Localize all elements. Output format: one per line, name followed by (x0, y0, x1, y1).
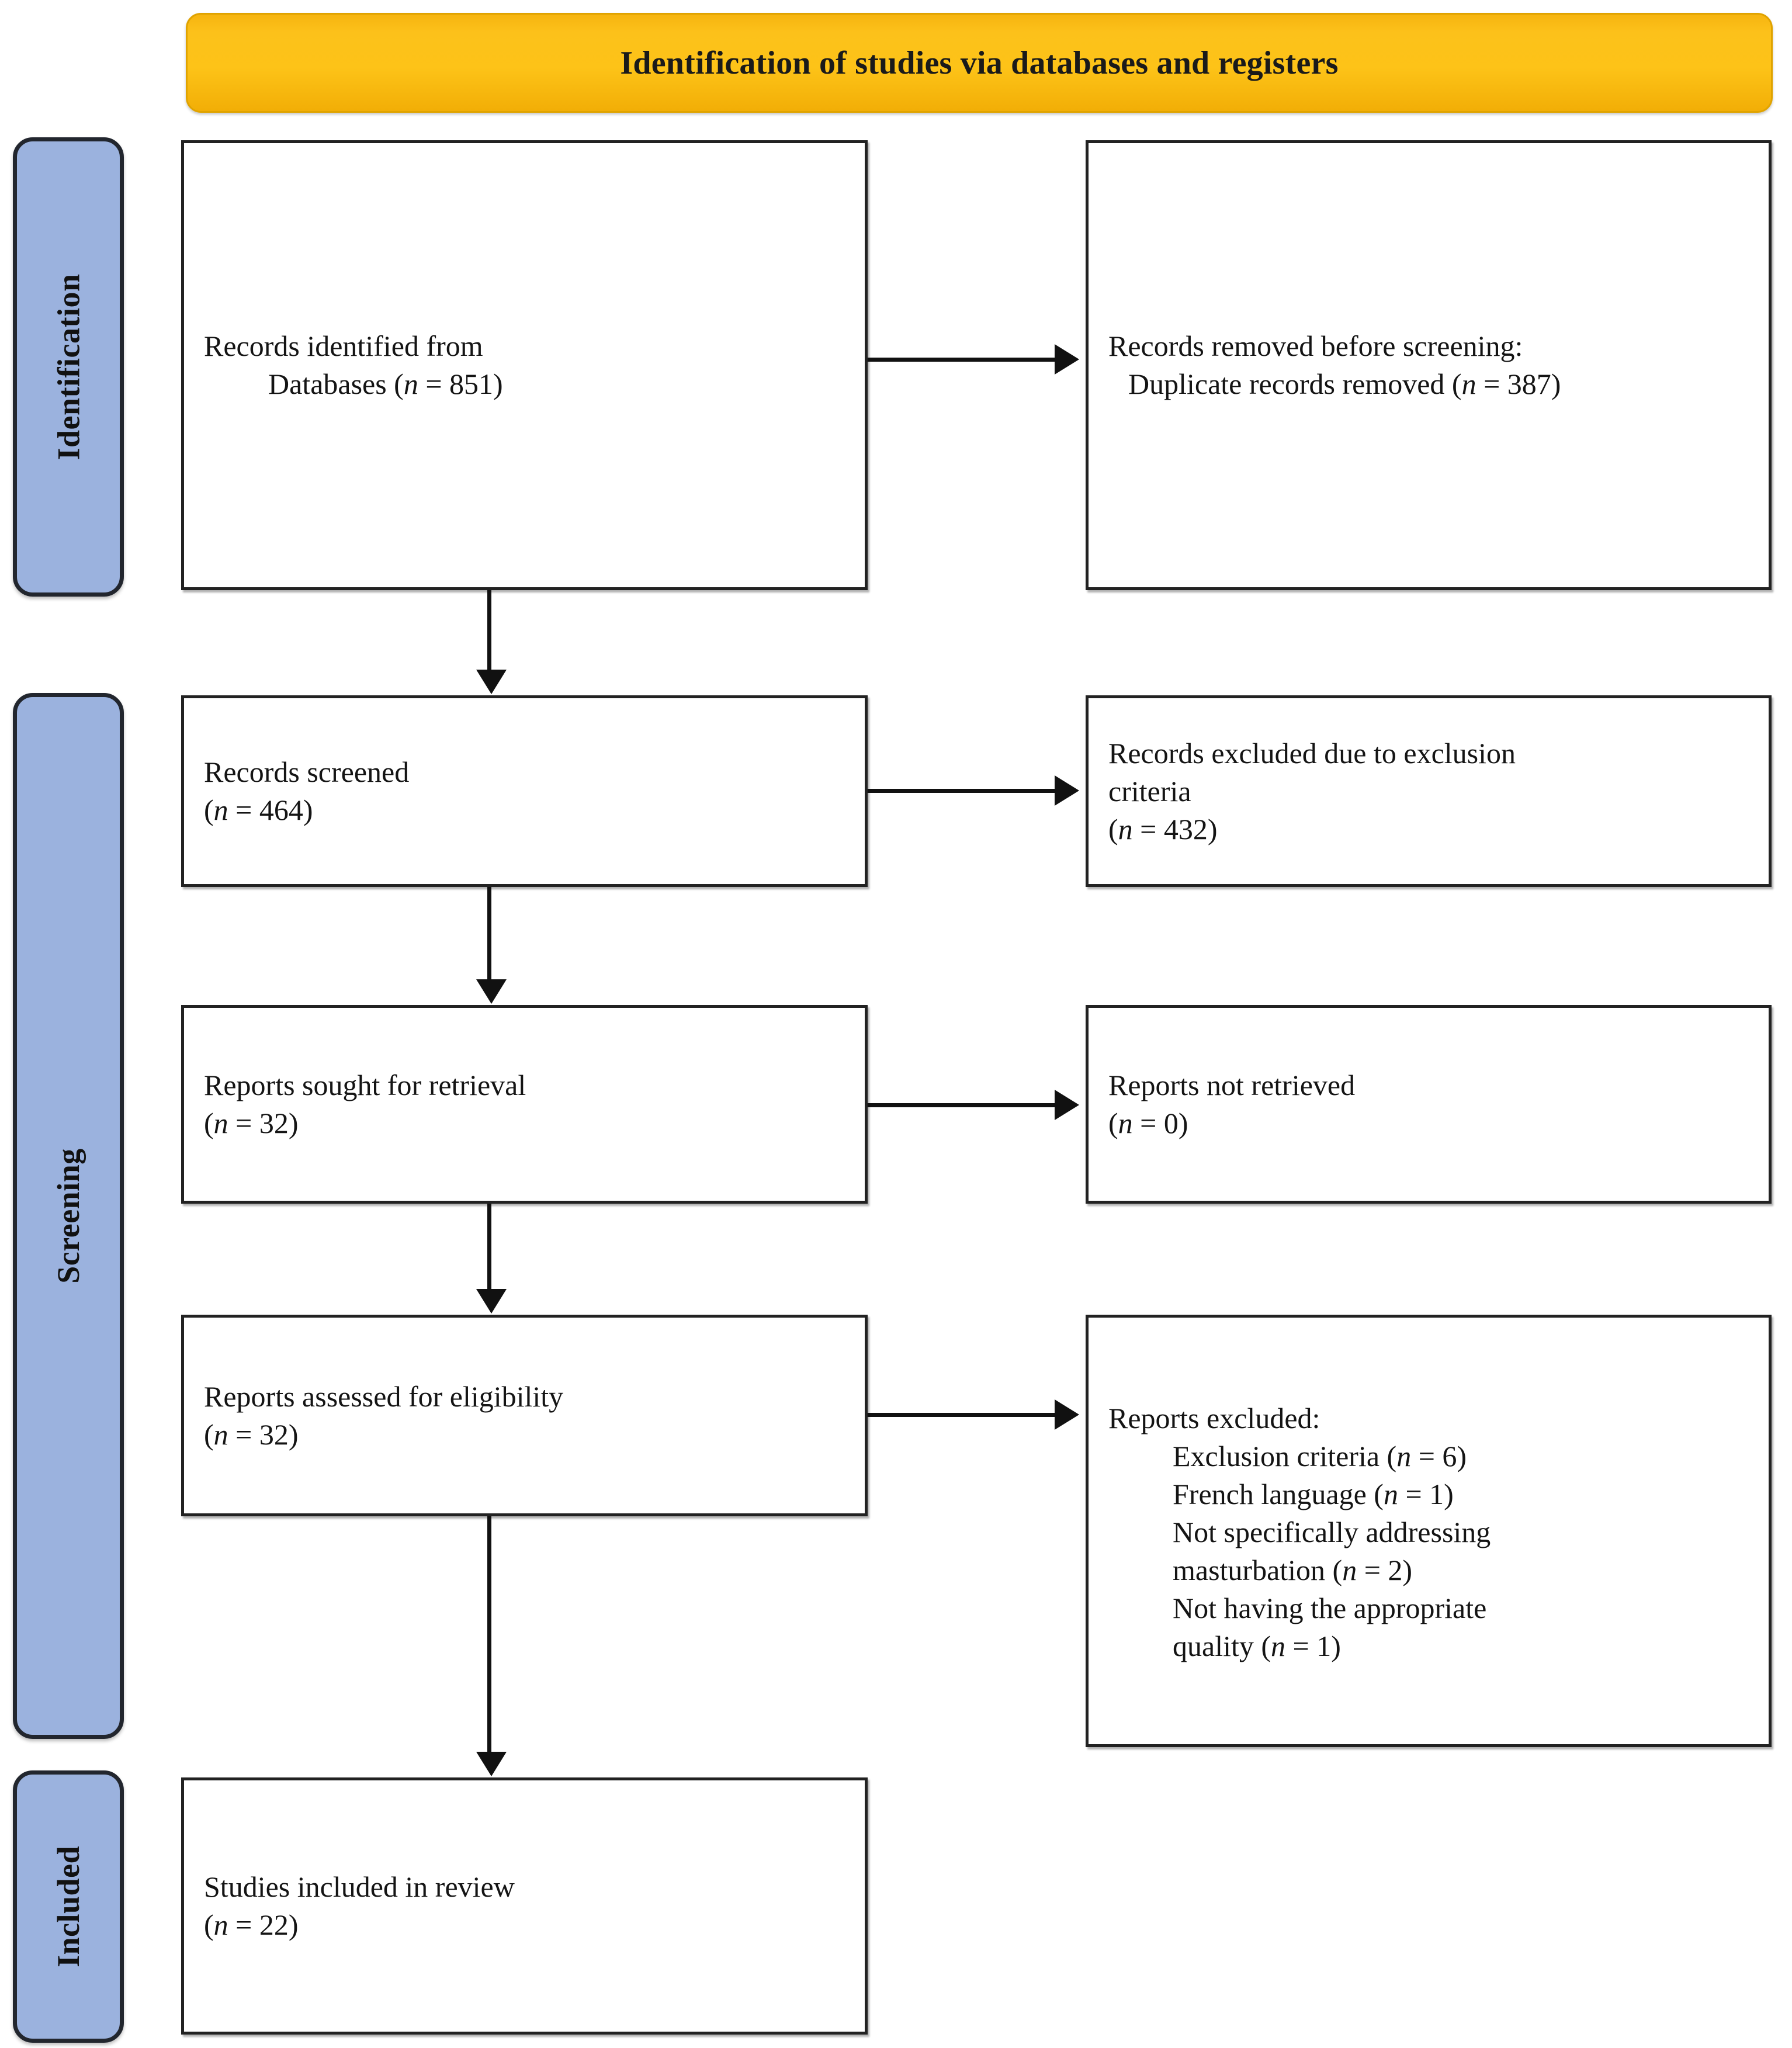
connector-identified-to-removed (868, 358, 1055, 362)
box-records-removed: Records removed before screening: Duplic… (1086, 140, 1772, 590)
connector-screened-to-excluded (868, 789, 1055, 793)
connector-identified-to-screened (487, 590, 491, 671)
records-excluded-line3: (n = 432) (1108, 812, 1218, 845)
arrowhead-down-icon (476, 1752, 507, 1776)
box-records-screened-text: Records screened (n = 464) (184, 753, 865, 829)
reports-excluded-item1: Exclusion criteria (n = 6) (1173, 1439, 1467, 1472)
arrowhead-down-icon (476, 979, 507, 1004)
diagram-title: Identification of studies via databases … (620, 44, 1339, 81)
box-reports-sought: Reports sought for retrieval (n = 32) (181, 1005, 868, 1204)
connector-sought-to-assessed (487, 1204, 491, 1290)
records-identified-line2: Databases (n = 851) (268, 368, 503, 400)
studies-included-line2: (n = 22) (204, 1908, 299, 1941)
diagram-header-banner: Identification of studies via databases … (186, 13, 1773, 113)
box-reports-excluded: Reports excluded: Exclusion criteria (n … (1086, 1315, 1772, 1747)
reports-sought-line1: Reports sought for retrieval (204, 1069, 526, 1101)
box-records-identified: Records identified from Databases (n = 8… (181, 140, 868, 590)
stage-label-identification-text: Identification (51, 273, 86, 460)
stage-label-screening-text: Screening (51, 1148, 86, 1284)
reports-assessed-line2: (n = 32) (204, 1418, 299, 1451)
reports-excluded-item3-line1: Not specifically addressing (1173, 1515, 1491, 1548)
arrowhead-down-icon (476, 1289, 507, 1314)
records-removed-line1: Records removed before screening: (1108, 330, 1523, 362)
reports-excluded-item4-line2: quality (n = 1) (1173, 1629, 1341, 1662)
records-excluded-line1: Records excluded due to exclusion (1108, 736, 1516, 770)
records-identified-line1: Records identified from (204, 330, 483, 362)
box-reports-not-retrieved-text: Reports not retrieved (n = 0) (1089, 1066, 1769, 1142)
arrowhead-right-icon (1055, 1090, 1079, 1120)
box-reports-excluded-text: Reports excluded: Exclusion criteria (n … (1089, 1397, 1769, 1665)
reports-not-retrieved-line2: (n = 0) (1108, 1107, 1188, 1139)
arrowhead-right-icon (1055, 1399, 1079, 1430)
records-screened-line1: Records screened (204, 756, 410, 788)
box-records-identified-text: Records identified from Databases (n = 8… (184, 327, 865, 403)
connector-sought-to-not-retrieved (868, 1103, 1055, 1107)
box-studies-included-text: Studies included in review (n = 22) (184, 1868, 865, 1944)
box-reports-sought-text: Reports sought for retrieval (n = 32) (184, 1066, 865, 1142)
stage-label-included-text: Included (51, 1845, 86, 1968)
reports-excluded-heading: Reports excluded: (1108, 1401, 1320, 1434)
box-records-excluded: Records excluded due to exclusion criter… (1086, 695, 1772, 887)
arrowhead-down-icon (476, 670, 507, 694)
box-records-removed-text: Records removed before screening: Duplic… (1089, 327, 1769, 403)
box-reports-not-retrieved: Reports not retrieved (n = 0) (1086, 1005, 1772, 1204)
box-records-screened: Records screened (n = 464) (181, 695, 868, 887)
reports-excluded-item4-line1: Not having the appropriate (1173, 1591, 1487, 1624)
stage-label-included: Included (13, 1770, 124, 2043)
arrowhead-right-icon (1055, 344, 1079, 375)
box-reports-assessed-text: Reports assessed for eligibility (n = 32… (184, 1378, 865, 1454)
connector-screened-to-sought (487, 887, 491, 980)
records-screened-line2: (n = 464) (204, 793, 313, 826)
box-studies-included: Studies included in review (n = 22) (181, 1777, 868, 2035)
box-records-excluded-text: Records excluded due to exclusion criter… (1089, 734, 1769, 848)
arrowhead-right-icon (1055, 775, 1079, 806)
reports-excluded-item3-line2: masturbation (n = 2) (1173, 1553, 1413, 1586)
records-removed-line2: Duplicate records removed (n = 387) (1128, 368, 1561, 400)
reports-assessed-line1: Reports assessed for eligibility (204, 1380, 564, 1413)
box-reports-assessed: Reports assessed for eligibility (n = 32… (181, 1315, 868, 1516)
reports-sought-line2: (n = 32) (204, 1107, 299, 1139)
reports-not-retrieved-line1: Reports not retrieved (1108, 1069, 1356, 1101)
stage-label-identification: Identification (13, 137, 124, 597)
studies-included-line1: Studies included in review (204, 1870, 515, 1903)
records-excluded-line2: criteria (1108, 774, 1191, 808)
stage-label-screening: Screening (13, 693, 124, 1739)
reports-excluded-item2: French language (n = 1) (1173, 1477, 1454, 1510)
connector-assessed-to-included (487, 1516, 491, 1753)
connector-assessed-to-excluded (868, 1413, 1055, 1417)
